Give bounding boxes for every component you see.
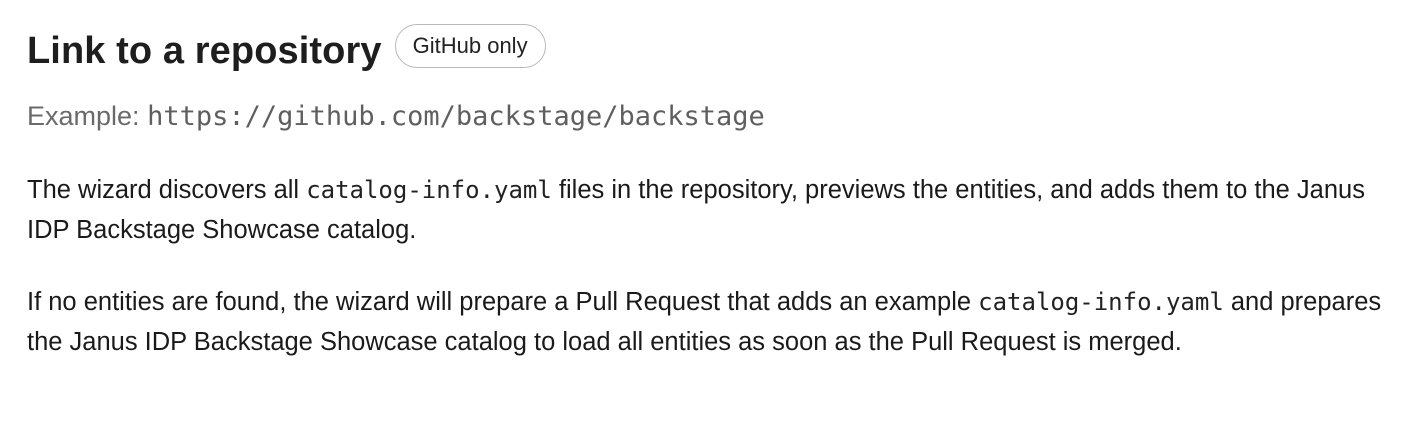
paragraph-text: The wizard discovers all xyxy=(27,176,307,204)
pull-request-paragraph: If no entities are found, the wizard wil… xyxy=(27,282,1402,362)
paragraph-text: files in the repository, previews the en… xyxy=(27,176,1365,244)
example-url: https://github.com/backstage/backstage xyxy=(147,101,765,132)
catalog-file-code: catalog-info.yaml xyxy=(306,176,552,204)
github-only-badge: GitHub only xyxy=(394,24,546,68)
catalog-file-code: catalog-info.yaml xyxy=(978,288,1224,316)
example-label: Example: xyxy=(27,101,148,131)
example-line: Example: https://github.com/backstage/ba… xyxy=(27,98,765,135)
section-title: Link to a repository xyxy=(27,30,382,72)
description-paragraph: The wizard discovers all catalog-info.ya… xyxy=(27,170,1402,250)
paragraph-text: and prepares the Janus IDP Backstage Sho… xyxy=(27,288,1382,356)
paragraph-text: If no entities are found, the wizard wil… xyxy=(27,288,979,316)
heading-row: Link to a repository GitHub only xyxy=(27,24,546,75)
